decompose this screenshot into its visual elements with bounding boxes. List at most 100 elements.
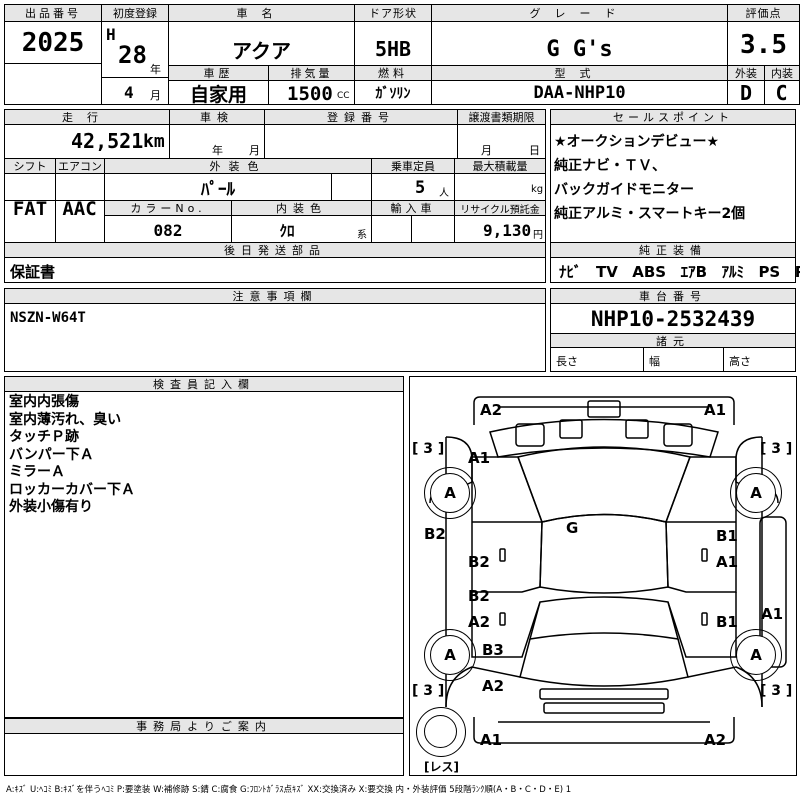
dmg-rear-bumper-right: A2 [704, 731, 727, 749]
inspector-notes: 室内内張傷 室内薄汚れ、臭い タッチＰ跡 バンパー下Ａ ミラーＡ ロッカーカバー… [9, 394, 135, 517]
wheel-front-left-ring [424, 467, 476, 519]
inspector-block: 検査員記入欄 室内内張傷 室内薄汚れ、臭い タッチＰ跡 バンパー下Ａ ミラーＡ … [4, 376, 404, 718]
displacement-cell: 排気量 1500 CC [268, 65, 355, 105]
color-no: 082 [153, 220, 183, 240]
equipment-items: ﾅﾋﾞ TV ABS ｴｱB ｱﾙﾐ PS PW [559, 261, 800, 282]
fuel-label: 燃料 [355, 66, 431, 81]
chassis-block: 車台番号 NHP10-2532439 諸元 長さ 幅 高さ [550, 288, 796, 372]
grade-cell: グレード G G's [431, 4, 728, 76]
sales-point-line: バックガイドモニター [554, 182, 694, 198]
cautions-block: 注意事項欄 NSZN-W64T [4, 288, 546, 372]
lot-label: 出品番号 [5, 5, 101, 22]
max-load-unit: kg [531, 184, 544, 195]
dmg-rear-left: A2 [482, 677, 505, 695]
grade: G G's [546, 36, 613, 62]
car-name-label: 車名 [169, 5, 354, 22]
mileage: 42,521 [71, 129, 144, 153]
chassis-label: 車台番号 [551, 289, 795, 304]
bracket-front-right: [ 3 ] [760, 441, 793, 457]
equipment-item: ABS [632, 263, 667, 281]
inspector-note: バンパー下Ａ [9, 446, 94, 463]
dmg-front-door-right-bottom: A1 [716, 553, 739, 571]
score: 3.5 [740, 30, 787, 60]
recycle-label: リサイクル預託金 [455, 201, 545, 216]
ext-color-label: 外装色 [105, 159, 371, 174]
equipment-item: PW [795, 263, 800, 281]
inspector-note: 室内薄汚れ、臭い [9, 411, 122, 428]
ext-color: ﾊﾟｰﾙ [201, 179, 235, 200]
transfer-month-unit: 月 [481, 144, 492, 157]
wheel-rear-left-ring [424, 629, 476, 681]
transfer-day-unit: 日 [529, 144, 540, 157]
wheel-rear-right: A [736, 635, 776, 675]
equipment-item: TV [595, 263, 618, 281]
reg-no-label: 登録番号 [265, 110, 457, 125]
capacity: 5 [415, 178, 426, 198]
model-cell: 型式 DAA-NHP10 [431, 65, 728, 105]
exterior-grade: D [739, 81, 753, 105]
spare-label: [レス] [424, 760, 459, 774]
equipment-label: 純正装備 [551, 243, 795, 258]
damage-diagram: A2 A1 A1 [ 3 ] [ 3 ] [ 3 ] [ 3 ] A A A A… [409, 376, 797, 776]
month-unit: 月 [150, 89, 161, 102]
wheel-front-left: A [430, 473, 470, 513]
displacement-unit: CC [337, 91, 350, 101]
lot-cell: 出品番号 2025 [4, 4, 102, 105]
int-color: ｸﾛ [279, 221, 295, 240]
bracket-rear-left: [ 3 ] [412, 683, 445, 699]
first-reg-label: 初度登録 [102, 5, 168, 22]
transfer-label: 譲渡書類期限 [458, 110, 545, 125]
door-label: ドア形状 [355, 5, 431, 22]
first-reg-month: 4 [124, 83, 134, 102]
fuel-cell: 燃料 ｶﾞｿﾘﾝ [354, 65, 432, 105]
grade-label: グレード [432, 5, 727, 22]
bracket-front-left: [ 3 ] [412, 441, 445, 457]
inspection-month-unit: 月 [249, 144, 260, 157]
dmg-rear-fender-left: B3 [482, 641, 504, 659]
max-load-label: 最大積載量 [455, 159, 545, 174]
equipment-item: ｱﾙﾐ [721, 263, 744, 281]
door-type: 5HB [374, 37, 412, 61]
score-label: 評価点 [728, 5, 799, 22]
equipment-item: ﾅﾋﾞ [559, 263, 582, 281]
lot-number: 2025 [21, 28, 85, 58]
width-label: 幅 [649, 355, 660, 368]
car-outline [429, 396, 787, 744]
sales-point-line: 純正アルミ・スマートキー2個 [554, 206, 746, 222]
inspector-note: 室内内張傷 [9, 394, 79, 410]
later-parts-label: 後日発送部品 [5, 243, 545, 258]
shift: FAT [12, 198, 48, 220]
office-block: 事務局よりご案内 [4, 718, 404, 776]
sales-point-line: 純正ナビ・ＴＶ、 [554, 158, 666, 174]
spare-tire-icon [416, 707, 466, 757]
later-parts-block: 後日発送部品 保証書 [4, 242, 546, 283]
dmg-right-side: A1 [761, 605, 784, 623]
fuel: ｶﾞｿﾘﾝ [375, 86, 411, 102]
later-parts-value: 保証書 [10, 263, 56, 281]
inspector-note: 外装小傷有り [9, 499, 93, 515]
inspection-year-unit: 年 [212, 144, 223, 157]
wheel-front-right: A [736, 473, 776, 513]
equipment-item: PS [758, 263, 781, 281]
inspector-note: ロッカーカバー下Ａ [9, 481, 135, 498]
era: H [106, 25, 116, 44]
capacity-unit: 人 [439, 188, 449, 199]
mileage-label: 走行 [5, 110, 169, 125]
dmg-roof: G [566, 519, 579, 537]
inspector-note: ミラーＡ [9, 464, 65, 480]
dmg-left-side: B2 [424, 525, 446, 543]
dmg-front-left: A2 [480, 401, 503, 419]
recycle-unit: 円 [533, 230, 543, 241]
dmg-front-door-right-top: B1 [716, 527, 738, 545]
ac-label: エアコン [55, 159, 104, 174]
car-name: アクア [232, 38, 291, 63]
int-color-label: 内装色 [232, 201, 371, 216]
header-block: 出品番号 2025 初度登録 H 28 年 4 月 車名 アクア ドア形状 5H… [4, 4, 800, 106]
model-label: 型式 [432, 66, 727, 81]
recycle: 9,130 [483, 221, 532, 240]
sales-points-block: セールスポイント ★オークションデビュー★ 純正ナビ・ＴＶ、 バックガイドモニタ… [550, 109, 796, 243]
history-cell: 車歴 自家用 [168, 65, 269, 106]
interior-grade: C [775, 81, 788, 105]
specs-label: 諸元 [551, 333, 795, 348]
dmg-rear-bumper-left: A1 [480, 731, 503, 749]
